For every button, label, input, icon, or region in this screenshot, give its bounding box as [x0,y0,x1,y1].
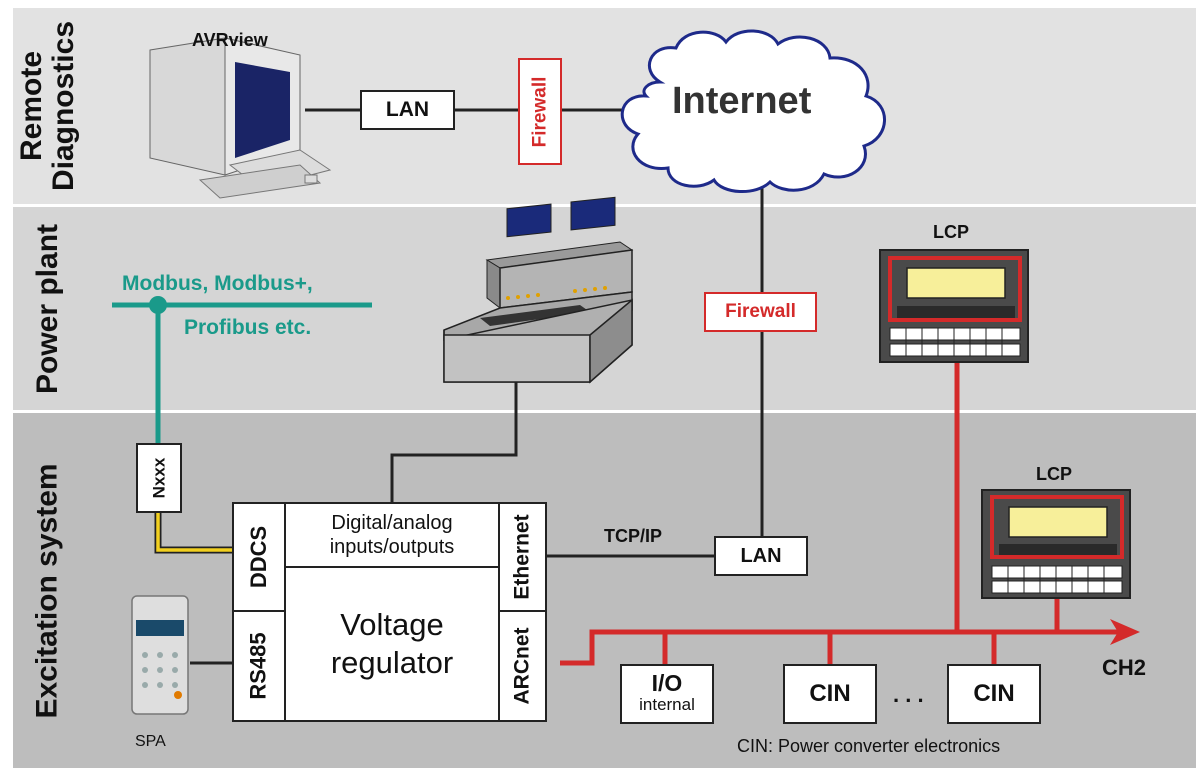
arcnet-label: ARCnet [510,627,534,705]
cin-note: CIN: Power converter electronics [737,736,1001,756]
ethernet-label: Ethernet [510,514,534,600]
io-internal-box: I/O internal [620,664,714,724]
avrview-label: AVRview [192,30,268,50]
cin-box-1: CIN [783,664,877,724]
arcnet-bus [560,629,1118,666]
lcp-panel-mid [981,489,1131,599]
ch2-arrow [1110,619,1140,645]
spa-device [131,595,189,715]
ddcs-port: DDCS [232,502,286,612]
spa-label: SPA [135,733,166,750]
avrview-computer [149,37,332,199]
lcp-top-label: LCP [933,222,969,242]
fieldbus-label-line2: Profibus etc. [184,316,312,339]
firewall-top-box: Firewall [518,58,562,165]
firewall-mid-box: Firewall [704,292,817,332]
nxxx-box: Nxxx [136,443,182,513]
internet-label: Internet [672,80,812,122]
tcpip-label: TCP/IP [604,526,663,546]
ch2-label: CH2 [1102,655,1147,680]
nxxx-label: Nxxx [148,457,168,499]
lan-bottom-box: LAN [714,536,808,576]
ddcs-label: DDCS [246,525,271,589]
fieldbus-label-line1: Modbus, Modbus+, [122,272,313,295]
lcp-panel-top [879,249,1029,363]
ellipsis-label: . . . [893,682,924,707]
rs485-port: RS485 [232,610,286,722]
internal-label: internal [639,695,695,714]
cin-box-2: CIN [947,664,1041,724]
ddcs-link [156,512,232,552]
fieldbus-junction [149,296,167,314]
firewall-top-label: Firewall [529,76,550,147]
io-label: I/O [651,670,683,696]
internet-cloud [620,29,886,194]
arcnet-port: ARCnet [498,610,547,722]
rs485-label: RS485 [246,632,271,700]
lan-top-box: LAN [360,90,455,130]
operator-console [443,196,634,384]
dio-box: Digital/analog inputs/outputs [284,502,500,568]
lcp-mid-label: LCP [1036,464,1072,484]
console-to-dio-line [390,382,518,502]
voltage-regulator-box: Voltage regulator [284,566,500,722]
ethernet-port: Ethernet [498,502,547,612]
